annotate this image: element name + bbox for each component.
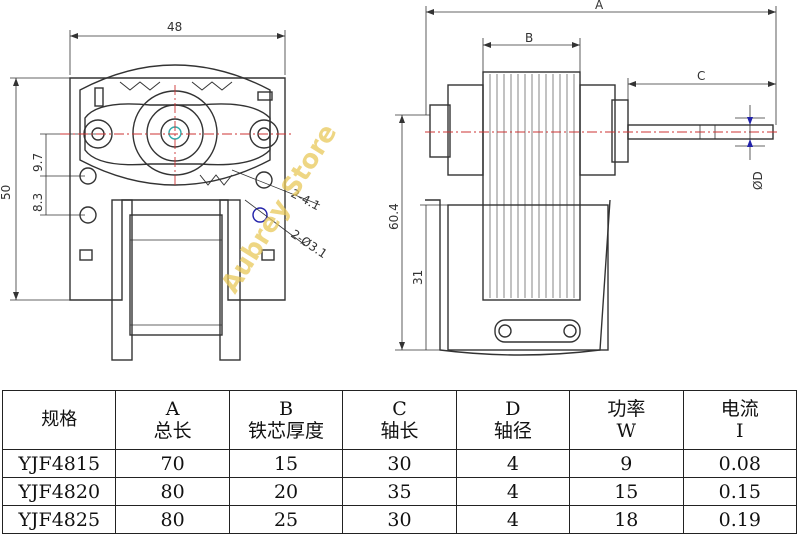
cell-c: 35	[342, 477, 457, 506]
header-model: 规格	[1, 390, 117, 450]
cell-b: 25	[228, 505, 344, 534]
cell-a: 80	[115, 505, 230, 534]
cell-d: 4	[455, 505, 571, 534]
dim-lower-label: 31	[411, 270, 425, 285]
table-row: YJF4825 80 25 30 4 18 0.19	[1, 505, 798, 534]
cell-model: YJF4825	[1, 505, 117, 534]
cell-model: YJF4820	[1, 477, 117, 506]
dim-c-label: C	[697, 69, 705, 83]
cell-c: 30	[342, 505, 457, 534]
technical-drawing: 48 50 9.7 8.3 2-4.1 2-Ø3.1	[0, 0, 778, 361]
dim-a-label: A	[595, 0, 604, 12]
cell-power: 18	[569, 505, 684, 534]
cell-a: 70	[115, 449, 230, 478]
cell-b: 15	[228, 449, 344, 478]
cell-b: 20	[228, 477, 344, 506]
dim-width-label: 48	[167, 20, 182, 34]
cell-current: 0.19	[682, 505, 798, 534]
cell-power: 15	[569, 477, 684, 506]
cell-current: 0.08	[682, 449, 798, 478]
side-view-labels: A B C ØD 60.4 31	[387, 0, 765, 285]
cell-d: 4	[455, 449, 571, 478]
front-view	[10, 30, 321, 361]
cell-model: YJF4815	[1, 449, 117, 478]
dim-height-label: 50	[0, 185, 13, 200]
side-view	[395, 6, 778, 356]
cell-power: 9	[569, 449, 684, 478]
cell-d: 4	[455, 477, 571, 506]
dim-height-side-label: 60.4	[387, 203, 401, 230]
dim-hole-2-label: 2-Ø3.1	[288, 227, 329, 261]
cell-a: 80	[115, 477, 230, 506]
table-row: YJF4820 80 20 35 4 15 0.15	[1, 477, 798, 506]
dim-spacing-2-label: 8.3	[31, 193, 45, 212]
watermark-text: Aubrey Store	[215, 119, 343, 299]
dim-spacing-1-label: 9.7	[31, 153, 45, 172]
cell-current: 0.15	[682, 477, 798, 506]
dim-d-label: ØD	[751, 171, 765, 190]
table-row: YJF4815 70 15 30 4 9 0.08	[1, 449, 798, 478]
cell-c: 30	[342, 449, 457, 478]
dim-b-label: B	[525, 31, 533, 45]
